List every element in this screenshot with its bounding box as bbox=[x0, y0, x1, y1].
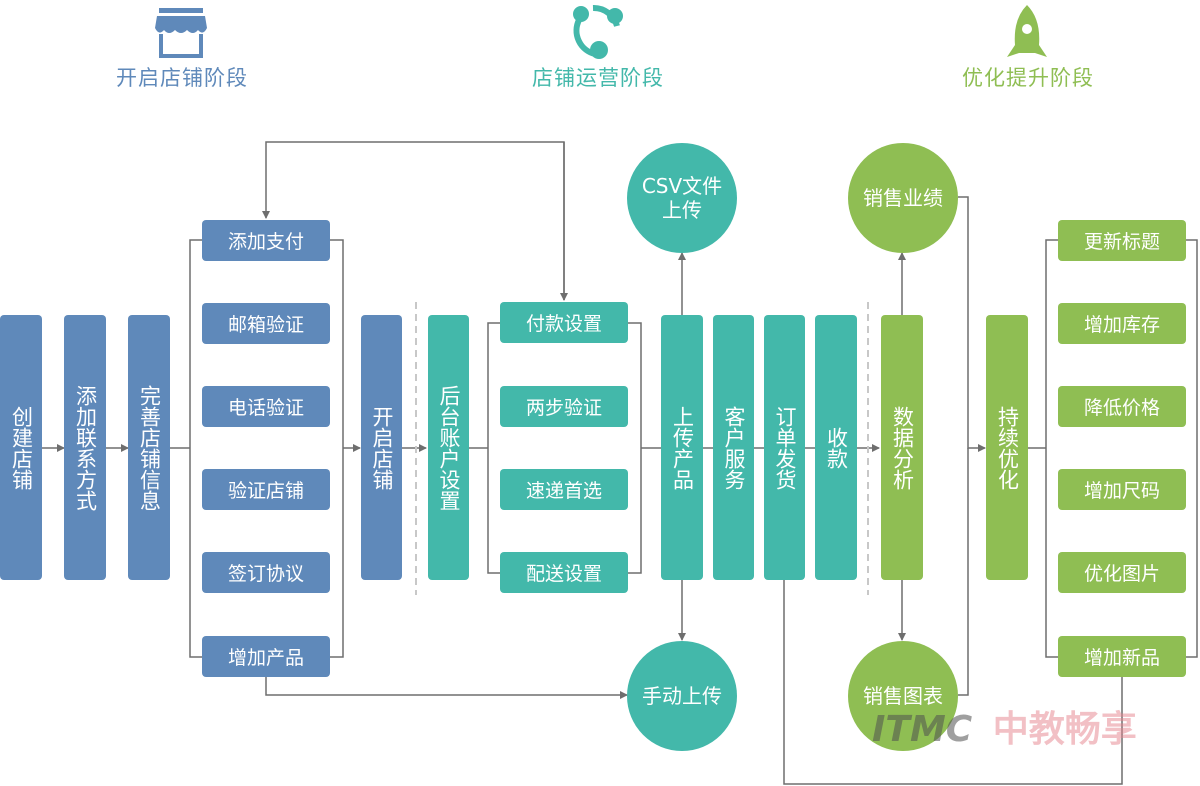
sales-performance-circle[interactable]: 销售业绩 bbox=[848, 143, 958, 253]
step-create-store[interactable]: 创建店铺 bbox=[0, 315, 42, 580]
loop-new-product bbox=[783, 580, 1123, 785]
bracket-right-settings bbox=[628, 322, 642, 574]
substep-sign-agreement[interactable]: 签订协议 bbox=[202, 552, 330, 593]
substep-email-verify[interactable]: 邮箱验证 bbox=[202, 303, 330, 344]
share-cycle-icon bbox=[567, 2, 629, 60]
action-add-new-product[interactable]: 增加新品 bbox=[1058, 636, 1186, 677]
sales-chart-circle[interactable]: 销售图表 bbox=[848, 641, 958, 751]
arrow-to-optimize bbox=[958, 196, 986, 452]
bracket-left-settings bbox=[487, 322, 500, 574]
upload-manual-circle[interactable]: 手动上传 bbox=[627, 641, 737, 751]
setting-two-step[interactable]: 两步验证 bbox=[500, 386, 628, 427]
op-customer-service[interactable]: 客户服务 bbox=[713, 315, 754, 580]
bracket-left-substeps bbox=[189, 239, 202, 658]
setting-shipping[interactable]: 配送设置 bbox=[500, 552, 628, 593]
action-add-size[interactable]: 增加尺码 bbox=[1058, 469, 1186, 510]
bracket-left-actions bbox=[1045, 239, 1058, 658]
upload-csv-label: CSV文件上传 bbox=[641, 174, 723, 222]
action-optimize-images[interactable]: 优化图片 bbox=[1058, 552, 1186, 593]
substep-add-payment[interactable]: 添加支付 bbox=[202, 220, 330, 261]
action-update-title[interactable]: 更新标题 bbox=[1058, 220, 1186, 261]
action-add-stock[interactable]: 增加库存 bbox=[1058, 303, 1186, 344]
phase-title-open: 开启店铺阶段 bbox=[116, 66, 248, 90]
op-collect-payment[interactable]: 收款 bbox=[815, 315, 857, 580]
action-lower-price[interactable]: 降低价格 bbox=[1058, 386, 1186, 427]
setting-express[interactable]: 速递首选 bbox=[500, 469, 628, 510]
watermark-chinese: 中教畅享 bbox=[992, 709, 1137, 750]
bracket-right-substeps bbox=[330, 239, 344, 658]
phase-title-optimize: 优化提升阶段 bbox=[962, 66, 1094, 90]
setting-payment[interactable]: 付款设置 bbox=[500, 302, 628, 343]
op-order-shipping[interactable]: 订单发货 bbox=[764, 315, 805, 580]
substep-add-product[interactable]: 增加产品 bbox=[202, 636, 330, 677]
substep-verify-store[interactable]: 验证店铺 bbox=[202, 469, 330, 510]
step-continuous-optimize[interactable]: 持续优化 bbox=[986, 315, 1028, 580]
upload-csv-circle[interactable]: CSV文件上传 bbox=[627, 143, 737, 253]
phase-title-operate: 店铺运营阶段 bbox=[532, 66, 664, 90]
step-store-info[interactable]: 完善店铺信息 bbox=[128, 315, 170, 580]
sales-performance-label: 销售业绩 bbox=[863, 186, 943, 210]
bracket-right-actions bbox=[1186, 239, 1198, 658]
storefront-icon bbox=[153, 8, 209, 58]
op-upload-product[interactable]: 上传产品 bbox=[661, 315, 703, 580]
watermark-latin: ITMC bbox=[872, 709, 973, 750]
step-data-analysis[interactable]: 数据分析 bbox=[881, 315, 923, 580]
substep-phone-verify[interactable]: 电话验证 bbox=[202, 386, 330, 427]
watermark: ITMC 中教畅享 bbox=[872, 700, 1137, 752]
sales-chart-label: 销售图表 bbox=[863, 684, 943, 708]
arrow-add-product-to-manual bbox=[265, 677, 628, 699]
step-add-contact[interactable]: 添加联系方式 bbox=[64, 315, 106, 580]
upload-manual-label: 手动上传 bbox=[642, 684, 722, 708]
rocket-icon bbox=[1005, 5, 1049, 60]
step-backend-settings[interactable]: 后台账户设置 bbox=[428, 315, 469, 580]
step-open-store[interactable]: 开启店铺 bbox=[361, 315, 402, 580]
